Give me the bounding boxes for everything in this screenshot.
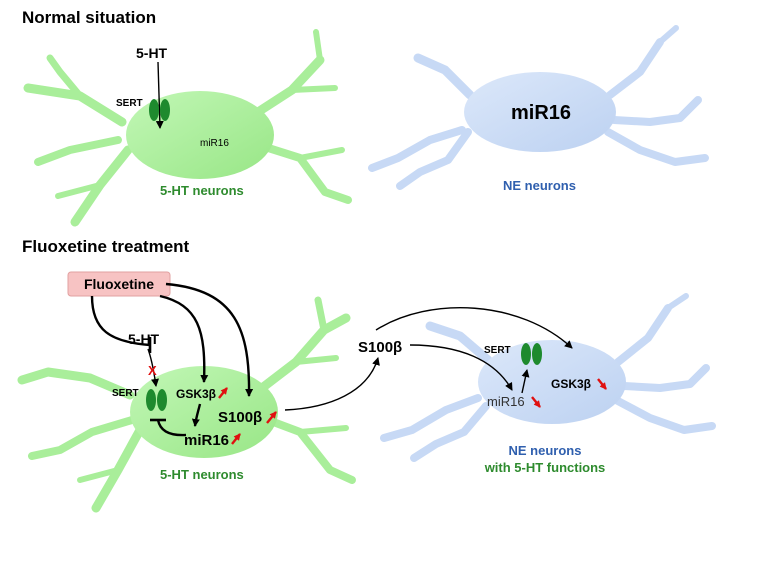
fluoxetine-ne-5ht-functions-label: with 5-HT functions <box>484 460 606 475</box>
s100b-to-mir16-arrow <box>409 344 513 391</box>
gsk3b-left-label: GSK3β <box>176 387 216 401</box>
down-arrow-icon <box>597 378 607 390</box>
ht-neuron-bottom <box>17 296 356 513</box>
mir16-right-label: miR16 <box>487 394 525 409</box>
fluoxetine-panel-title: Fluoxetine treatment <box>22 237 190 256</box>
ne-neuron-bottom <box>380 293 716 462</box>
down-arrow-icon <box>531 396 541 408</box>
block-x-icon: X <box>148 363 157 378</box>
mir16-inhibits-sert-line <box>156 419 187 437</box>
fluoxetine-label: Fluoxetine <box>84 276 154 292</box>
normal-5ht-label: 5-HT <box>136 45 168 61</box>
normal-mir16-large: miR16 <box>511 102 571 124</box>
sert-channel-icon <box>146 389 167 411</box>
gsk-to-mir16-arrow <box>191 403 202 427</box>
fluoxetine-inhibition-line <box>90 295 151 347</box>
mir16-to-sert-arrow <box>521 369 530 394</box>
gsk3b-right-label: GSK3β <box>551 377 591 391</box>
blocked-uptake-arrow <box>147 348 159 387</box>
up-arrow-icon <box>231 433 241 445</box>
normal-sert-label: SERT <box>116 98 143 109</box>
fluoxetine-ne-neurons-label: NE neurons <box>509 443 582 458</box>
normal-panel-title: Normal situation <box>22 8 156 27</box>
fluoxetine-5ht-label: 5-HT <box>128 331 160 347</box>
up-arrow-icon <box>266 411 277 424</box>
fluoxetine-sert-right-label: SERT <box>484 345 511 356</box>
sert-channel-icon <box>149 99 170 121</box>
fluoxetine-ht-neurons-label: 5-HT neurons <box>160 467 244 482</box>
normal-mir16-small: miR16 <box>200 138 229 149</box>
normal-ne-neurons-label: NE neurons <box>503 178 576 193</box>
fluoxetine-to-s100-arrow <box>165 282 254 397</box>
fluoxetine-to-gsk-arrow <box>159 294 209 383</box>
fluoxetine-sert-left-label: SERT <box>112 388 139 399</box>
s100b-left-label: S100β <box>218 409 262 426</box>
s100b-to-gsk-arrow <box>375 307 573 349</box>
s100b-release-arrow <box>284 357 380 411</box>
ne-neuron-top <box>368 25 709 190</box>
s100b-mid-label: S100β <box>358 339 402 356</box>
sert-channel-icon <box>521 343 542 365</box>
up-arrow-icon <box>218 387 228 399</box>
normal-5ht-uptake-arrow <box>155 61 164 129</box>
normal-ht-neurons-label: 5-HT neurons <box>160 183 244 198</box>
mir16-left-label: miR16 <box>184 432 229 449</box>
